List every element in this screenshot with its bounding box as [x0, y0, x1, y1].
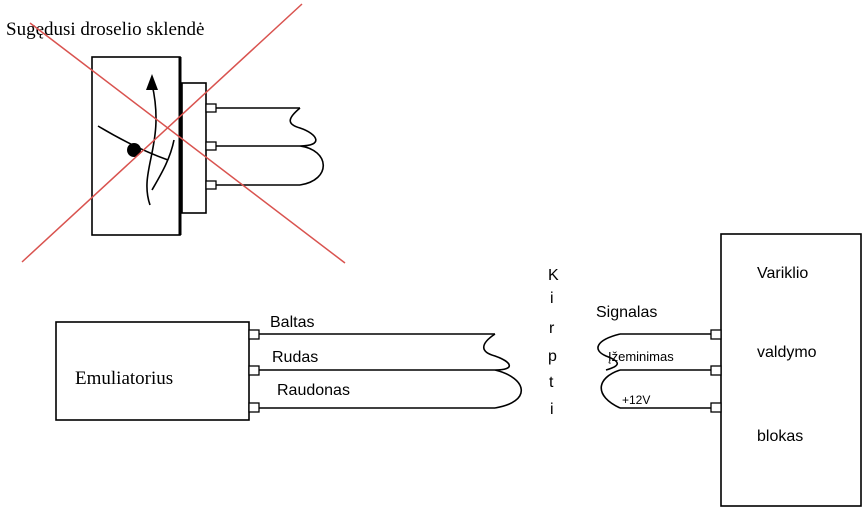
ecu-wire-break [597, 333, 621, 409]
cut-letter-i1: i [550, 290, 554, 307]
wire-label-rudas: Rudas [272, 349, 318, 366]
ecu-pin-2 [710, 365, 722, 376]
throttle-wire-break [289, 107, 325, 186]
emulator-label: Emuliatorius [75, 368, 173, 389]
wire-label-baltas: Baltas [270, 314, 314, 331]
arrow-up-icon [146, 74, 158, 90]
emulator-wire-break [482, 333, 523, 409]
ecu-label-line1: Variklio [757, 265, 808, 282]
cross-line-1 [29, 22, 346, 264]
throttle-flow-arrow [146, 83, 157, 206]
emulator-pin-1 [248, 329, 260, 340]
throttle-plate [97, 125, 169, 161]
emulator-pin-2 [248, 365, 260, 376]
ground-label: Įžeminimas [608, 349, 674, 364]
throttle-pin-3 [205, 180, 217, 190]
throttle-flow-line-2 [151, 139, 175, 191]
throttle-title: Sugędusi droselio sklendė [6, 19, 204, 40]
cut-letter-i2: i [550, 401, 554, 418]
power-label: +12V [622, 393, 650, 407]
cut-letter-p: p [548, 348, 557, 365]
throttle-pin-1 [205, 103, 217, 113]
cross-line-2 [21, 3, 303, 263]
throttle-pin-2 [205, 141, 217, 151]
wire-label-raudonas: Raudonas [277, 382, 350, 399]
ecu-label-line2: valdymo [757, 344, 817, 361]
cut-letter-k: K [548, 267, 559, 284]
ecu-pin-3 [710, 402, 722, 413]
ecu-label-line3: blokas [757, 428, 803, 445]
cut-letter-r: r [549, 320, 555, 337]
ecu-pin-1 [710, 329, 722, 340]
signal-label: Signalas [596, 304, 657, 321]
cut-letter-t: t [549, 374, 554, 391]
emulator-pin-3 [248, 402, 260, 413]
